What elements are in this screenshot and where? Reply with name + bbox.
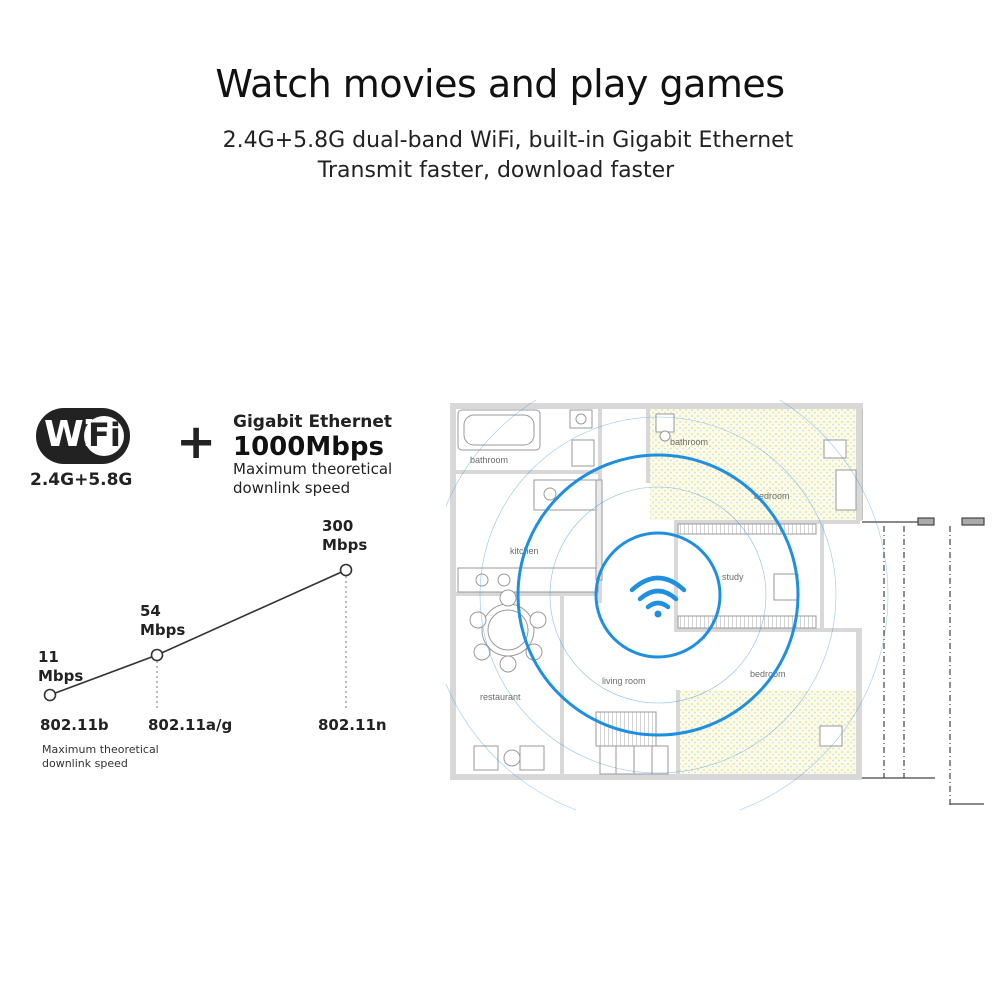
speed-label-2-unit: Mbps — [140, 621, 186, 639]
ethernet-speed: 1000Mbps — [233, 432, 384, 462]
speed-label-1: 11 Mbps — [38, 648, 83, 686]
standard-label-3: 802.11n — [318, 716, 387, 734]
signal-rings — [446, 400, 889, 810]
room-label-bathroom-1: bathroom — [470, 455, 508, 465]
speed-label-3: 300 Mbps — [322, 517, 367, 555]
standard-label-1: 802.11b — [40, 716, 109, 734]
ethernet-desc-line-1: Maximum theoretical — [233, 460, 393, 478]
room-label-restaurant: restaurant — [480, 692, 521, 702]
kitchen-counter — [457, 479, 603, 593]
plus-sign: + — [176, 414, 217, 470]
subtitle-line-2: Transmit faster, download faster — [317, 158, 675, 183]
subtitle-line-1: 2.4G+5.8G dual-band WiFi, built-in Gigab… — [222, 128, 794, 153]
bathroom-fixtures — [457, 409, 675, 467]
speed-label-1-value: 11 — [38, 648, 59, 666]
speed-point-1 — [43, 688, 57, 702]
balcony-lines — [862, 517, 985, 805]
room-label-living-room: living room — [602, 676, 646, 686]
speed-chart — [43, 563, 353, 708]
speed-label-3-unit: Mbps — [322, 536, 368, 554]
wifi-logo-text-right: Fi — [88, 416, 121, 454]
floor-plan: bathroom bathroom bedroom kitchen study … — [446, 400, 985, 810]
chart-note-line-1: Maximum theoretical — [42, 743, 159, 756]
speed-point-3 — [339, 563, 353, 577]
ethernet-title: Gigabit Ethernet — [233, 412, 392, 432]
speed-label-1-unit: Mbps — [38, 667, 84, 685]
speed-label-2: 54 Mbps — [140, 602, 185, 640]
headline: Watch movies and play games — [215, 62, 785, 106]
speed-label-3-value: 300 — [322, 517, 354, 535]
chart-note-line-2: downlink speed — [42, 757, 128, 770]
speed-label-2-value: 54 — [140, 602, 161, 620]
band-label: 2.4G+5.8G — [30, 470, 133, 490]
room-label-bedroom-2: bedroom — [750, 669, 786, 679]
wifi-signal-icon — [629, 575, 687, 618]
room-label-bathroom-2: bathroom — [670, 437, 708, 447]
standard-label-2: 802.11a/g — [148, 716, 233, 734]
speed-line-segment-1 — [49, 654, 158, 696]
ethernet-desc-line-2: downlink speed — [233, 479, 351, 497]
wifi-logo-pill — [84, 416, 124, 456]
speed-line-segment-2 — [156, 569, 347, 656]
room-label-bedroom-1: bedroom — [754, 491, 790, 501]
wifi-logo: Wi Fi — [36, 408, 130, 464]
floor-plan-walls — [450, 403, 863, 780]
room-label-study: study — [722, 572, 744, 582]
speed-point-2 — [150, 648, 164, 662]
bedroom-top-floor — [650, 409, 856, 520]
